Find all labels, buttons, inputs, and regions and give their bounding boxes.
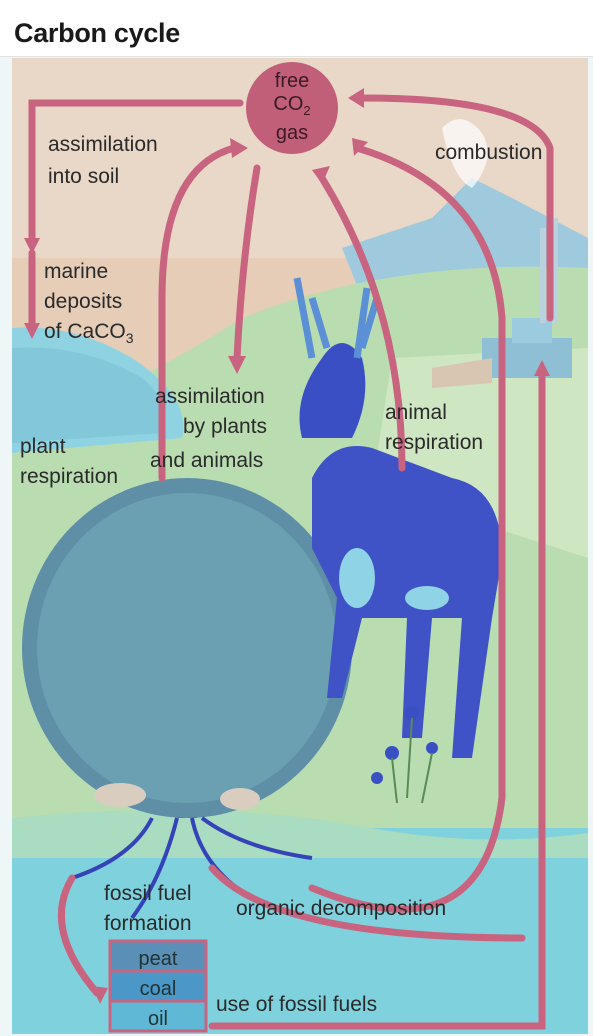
- label-fossil-fuel-formation-2: formation: [104, 911, 192, 937]
- label-oil: oil: [110, 1005, 206, 1033]
- label-assimilation-plants-2: by plants: [183, 414, 267, 440]
- label-combustion: combustion: [435, 140, 542, 166]
- figure-title: Carbon cycle: [14, 18, 180, 49]
- free-co2-label: free CO2 gas: [250, 70, 334, 145]
- label-peat: peat: [110, 945, 206, 973]
- co2-formula: CO2: [250, 93, 334, 122]
- rock: [220, 788, 260, 810]
- label-marine-3: of CaCO3: [44, 319, 134, 351]
- co2-free: free: [250, 70, 334, 93]
- label-assimilation-into-soil-1: assimilation: [48, 132, 158, 158]
- rock: [94, 783, 146, 807]
- label-use-of-fossil-fuels: use of fossil fuels: [216, 992, 377, 1018]
- label-marine-1: marine: [44, 259, 108, 285]
- carbon-cycle-illustration: [12, 58, 588, 1034]
- label-organic-decomposition: organic decomposition: [236, 896, 446, 922]
- label-plant-respiration-1: plant: [20, 434, 66, 460]
- co2-gas: gas: [250, 122, 334, 145]
- label-animal-respiration-1: animal: [385, 400, 447, 426]
- label-marine-2: deposits: [44, 289, 122, 315]
- label-fossil-fuel-formation-1: fossil fuel: [104, 881, 192, 907]
- title-bar: Carbon cycle: [0, 0, 593, 57]
- label-assimilation-into-soil-2: into soil: [48, 164, 119, 190]
- label-assimilation-plants-3: and animals: [150, 448, 263, 474]
- label-coal: coal: [110, 975, 206, 1003]
- label-assimilation-plants-1: assimilation: [155, 384, 265, 410]
- label-plant-respiration-2: respiration: [20, 464, 118, 490]
- label-animal-respiration-2: respiration: [385, 430, 483, 456]
